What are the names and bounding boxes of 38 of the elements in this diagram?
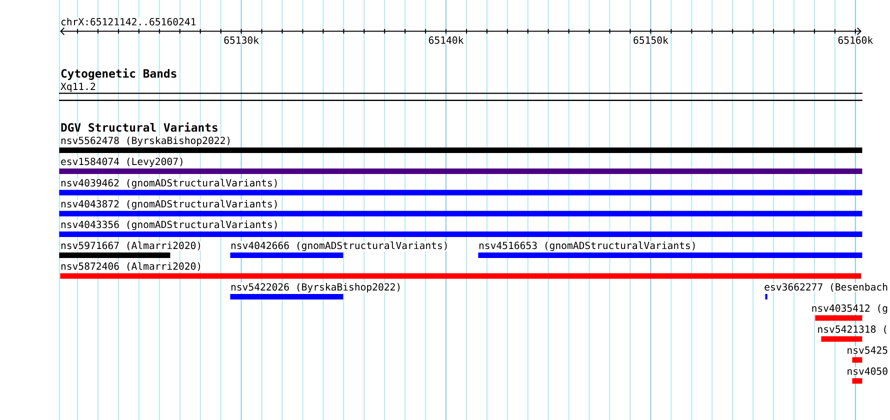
feature-bar: nsv5872406 (Almarri2020) [60, 262, 862, 279]
feature-bar: nsv4042666 (gnomADStructuralVariants) [230, 241, 450, 258]
node-label: nsv5421318 ( [818, 325, 886, 334]
node-label: nsv4039462 (gnomADStructuralVariants) [61, 178, 277, 189]
node-label: nsv5425 [848, 346, 888, 354]
node-label: nsv5562478 (ByrskaBishop2022) [61, 136, 230, 146]
feature-bar: nsv4035412 (g [811, 304, 888, 321]
node-label: nsv5422026 (ByrskaBishop2022) [231, 283, 400, 293]
node-label: nsv4050 [848, 367, 888, 375]
node-label: nsv4043872 (gnomADStructuralVariants) [61, 200, 277, 210]
feature-bar: nsv4043356 (gnomADStructuralVariants) [59, 220, 862, 237]
node-label: esv1584074 (Levy2007) [61, 158, 182, 168]
node-label: nsv4035412 (g [812, 304, 888, 314]
feature-bar: nsv4043872 (gnomADStructuralVariants) [59, 200, 862, 216]
feature-bar: nsv4039462 (gnomADStructuralVariants) [59, 178, 862, 196]
chromosome-band: Xq11.2 [59, 82, 862, 101]
feature-bar: esv3662277 (Besenbach [764, 282, 888, 300]
node-label: Xq11.2 [60, 82, 96, 92]
node-label: nsv4042666 (gnomADStructuralVariants) [231, 242, 447, 252]
tick-label: 65130k [223, 36, 260, 44]
feature-bar: nsv5425 [846, 346, 888, 363]
feature-bar: esv1584074 (Levy2007) [59, 157, 862, 174]
tick-label: 65160k [837, 36, 874, 44]
feature-bar: nsv5421318 ( [816, 324, 888, 342]
node-label: esv3662277 (Besenbach [764, 283, 888, 292]
ruler-label: chrX:65121142..65160241 [60, 18, 196, 26]
feature-bar: nsv4516653 (gnomADStructuralVariants) [478, 241, 862, 258]
feature-bar: nsv5422026 (ByrskaBishop2022) [230, 282, 402, 300]
feature-bar: nsv4050 [846, 367, 888, 384]
tick-label: 65140k [428, 36, 464, 44]
tick-label: 65150k [632, 36, 669, 44]
feature-bar: nsv5971667 (Almarri2020) [59, 241, 202, 258]
node-label: nsv5971667 (Almarri2020) [61, 242, 200, 250]
node-label: nsv4043356 (gnomADStructuralVariants) [61, 220, 277, 230]
feature-bar: nsv5562478 (ByrskaBishop2022) [59, 136, 862, 153]
track-title: DGV Structural Variants [61, 122, 218, 132]
node-label: nsv4516653 (gnomADStructuralVariants) [479, 242, 695, 252]
node-label: nsv5872406 (Almarri2020) [61, 262, 200, 271]
